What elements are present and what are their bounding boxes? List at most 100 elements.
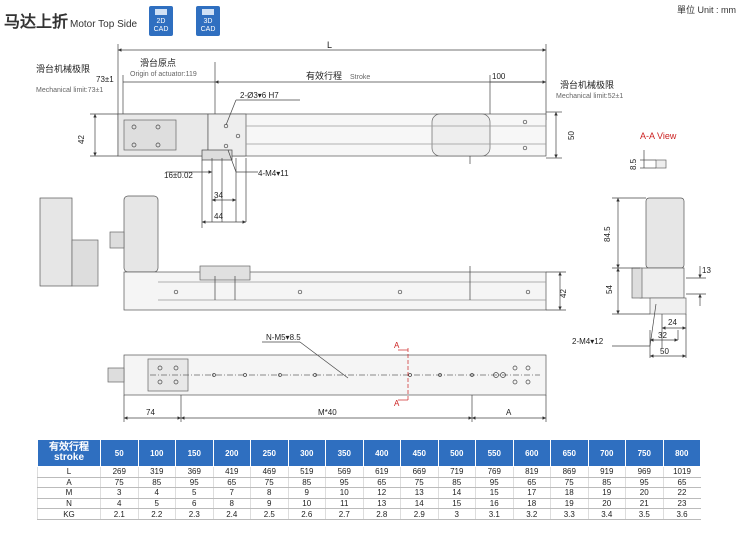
- cad-3d-button[interactable]: 3D CAD: [196, 6, 220, 36]
- table-cell: 20: [625, 487, 663, 499]
- table-cell: 2.9: [400, 508, 438, 520]
- table-cell: 15: [437, 498, 476, 510]
- table-cell: 919: [587, 466, 626, 478]
- table-cell: 95: [625, 477, 663, 489]
- table-cell: 13: [362, 498, 401, 510]
- table-cell: 17: [512, 487, 551, 499]
- table-cell: 719: [437, 466, 476, 478]
- table-cell: 9: [250, 498, 288, 510]
- origin-cn: 滑台原点: [140, 57, 176, 68]
- dim-16: 16±0.02: [164, 171, 193, 180]
- table-cell: 18: [550, 487, 588, 499]
- table-cell: 3: [100, 487, 138, 499]
- cad-3d-line2: CAD: [200, 26, 216, 33]
- stroke-col: 350: [325, 439, 364, 467]
- table-cell: 75: [400, 477, 438, 489]
- table-cell: 769: [475, 466, 513, 478]
- table-cell: 369: [175, 466, 213, 478]
- table-cell: 5: [137, 498, 176, 510]
- table-cell: 1019: [662, 466, 701, 478]
- table-cell: 85: [287, 477, 326, 489]
- table-cell: 8: [250, 487, 288, 499]
- table-cell: 75: [100, 477, 138, 489]
- stroke-col: 50: [100, 439, 139, 467]
- dim-74: 74: [146, 408, 155, 417]
- table-cell: 3.4: [587, 508, 626, 520]
- dim-84-5: 84.5: [603, 226, 612, 242]
- table-cell: 3: [437, 508, 476, 520]
- table-cell: 85: [587, 477, 626, 489]
- table-cell: 19: [550, 498, 588, 510]
- table-cell: 969: [625, 466, 663, 478]
- table-cell: 21: [625, 498, 663, 510]
- table-cell: 569: [325, 466, 363, 478]
- dim-100: 100: [492, 72, 506, 81]
- stroke-cn: 有效行程: [306, 70, 342, 81]
- cad-3d-line1: 3D: [203, 18, 213, 25]
- table-cell: 3.1: [475, 508, 513, 520]
- dim-50-side: 50: [660, 347, 669, 356]
- aa-view-label: A-A View: [640, 131, 677, 141]
- cad-2d-line1: 2D: [156, 18, 166, 25]
- table-cell: 75: [250, 477, 288, 489]
- table-cell: 2.2: [137, 508, 176, 520]
- table-cell: 95: [475, 477, 513, 489]
- table-cell: 4: [100, 498, 138, 510]
- table-cell: 95: [325, 477, 363, 489]
- table-cell: 8: [212, 498, 251, 510]
- table-cell: 2.6: [287, 508, 326, 520]
- table-cell: 319: [137, 466, 176, 478]
- slider-limit-cn-right: 滑台机械极限: [560, 79, 614, 90]
- section-a-bottom: A: [394, 399, 400, 408]
- dim-a: A: [506, 408, 512, 417]
- table-cell: 16: [475, 498, 513, 510]
- stroke-col: 800: [662, 439, 701, 467]
- table-cell: 22: [662, 487, 701, 499]
- dim-8-5: 8.5: [629, 158, 638, 170]
- table-cell: 2.4: [212, 508, 251, 520]
- dim-54: 54: [605, 285, 614, 294]
- row-header: KG: [37, 508, 101, 520]
- stroke-col: 300: [287, 439, 326, 467]
- dim-34: 34: [214, 191, 223, 200]
- table-cell: 7: [212, 487, 251, 499]
- technical-drawing: L 滑台机械极限 73±1 Mechanical limit:73±1 滑台原点…: [36, 40, 711, 422]
- table-cell: 669: [400, 466, 438, 478]
- table-cell: 18: [512, 498, 551, 510]
- stroke-col: 450: [400, 439, 439, 467]
- table-cell: 2.3: [175, 508, 213, 520]
- stroke-col: 750: [625, 439, 664, 467]
- cad-2d-button[interactable]: 2D CAD: [149, 6, 173, 36]
- table-cell: 2.5: [250, 508, 288, 520]
- dim-13: 13: [702, 266, 711, 275]
- table-cell: 14: [400, 498, 438, 510]
- table-cell: 65: [362, 477, 401, 489]
- table-cell: 20: [587, 498, 626, 510]
- dim-m40: M*40: [318, 408, 337, 417]
- stroke-en: Stroke: [350, 74, 370, 81]
- table-cell: 269: [100, 466, 138, 478]
- spec-table: 有效行程 stroke 50 100 150 200 250 300 350 4…: [37, 439, 701, 520]
- table-cell: 10: [287, 498, 326, 510]
- stroke-col: 600: [512, 439, 551, 467]
- table-cell: 15: [475, 487, 513, 499]
- table-cell: 65: [662, 477, 701, 489]
- stroke-col: 400: [362, 439, 401, 467]
- table-cell: 2.7: [325, 508, 363, 520]
- table-cell: 85: [437, 477, 476, 489]
- stroke-col: 100: [137, 439, 176, 467]
- table-cell: 619: [362, 466, 401, 478]
- dim-32: 32: [658, 331, 667, 340]
- hole-2-callout: 2-Ø3▾6 H7: [240, 91, 279, 100]
- row-header: M: [37, 487, 101, 499]
- row-header: L: [37, 466, 101, 478]
- table-cell: 3.6: [662, 508, 701, 520]
- table-cell: 13: [400, 487, 438, 499]
- title-en: Motor Top Side: [70, 19, 138, 30]
- table-cell: 3.3: [550, 508, 588, 520]
- table-cell: 65: [512, 477, 551, 489]
